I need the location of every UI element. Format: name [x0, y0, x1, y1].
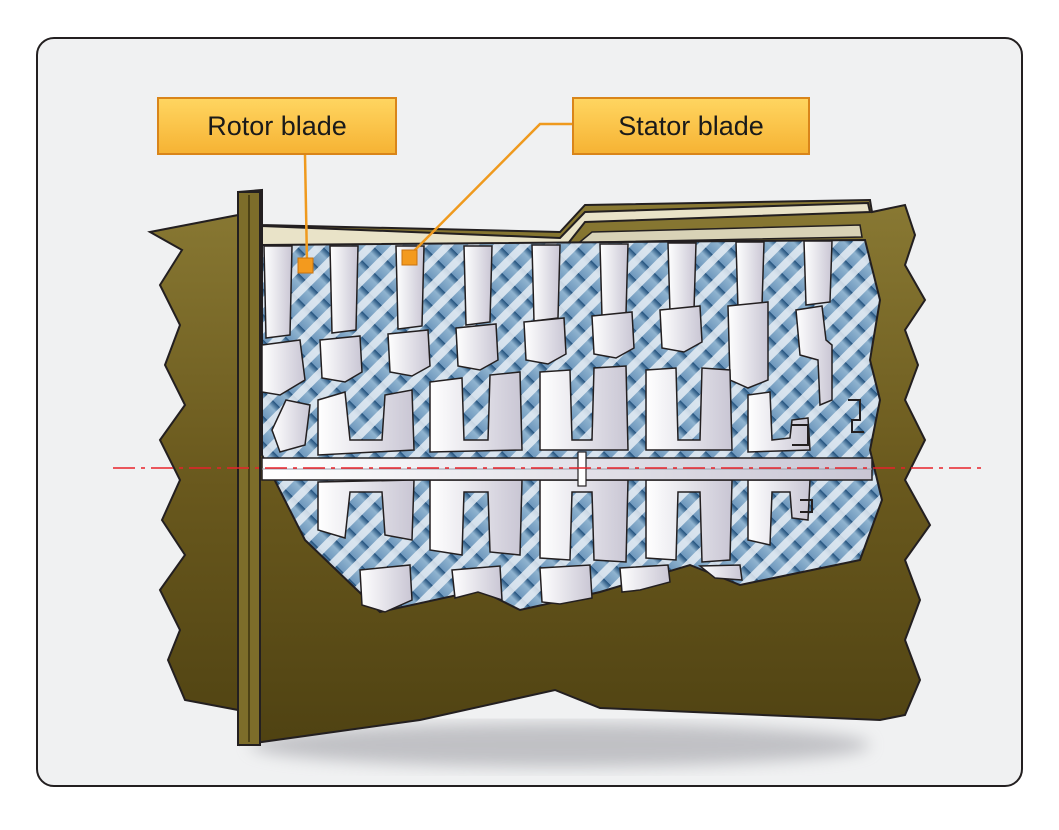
stator-vane-row	[261, 301, 833, 407]
rotor-blade-callout: Rotor blade	[157, 97, 397, 155]
rotor-leader-line	[303, 154, 309, 263]
compressor-shaft	[261, 451, 873, 487]
stator-blade-label: Stator blade	[618, 110, 764, 141]
stator-leader-line	[409, 122, 572, 256]
rotor-marker	[297, 257, 314, 274]
rotor-drum-upper	[271, 365, 811, 456]
rotor-blade-row	[263, 240, 833, 339]
casing-shadow	[250, 723, 870, 767]
stator-marker	[401, 249, 418, 266]
rear-stator-detail	[792, 399, 864, 513]
stator-blade-callout: Stator blade	[572, 97, 810, 155]
rotor-drum-lower	[317, 479, 811, 613]
rotor-blade-label: Rotor blade	[207, 110, 347, 141]
callout-leaders	[303, 122, 572, 263]
